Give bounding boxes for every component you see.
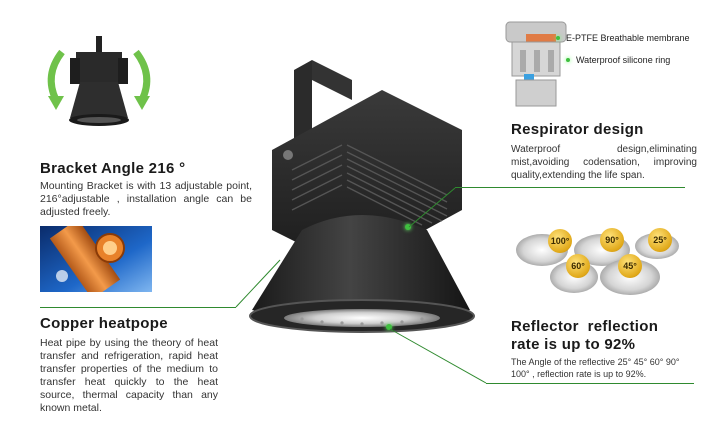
copper-heatpipe-image	[40, 218, 152, 300]
reflector-angle-badge-60: 60°	[566, 254, 590, 278]
bracket-angle-description: Mounting Bracket is with 13 adjustable p…	[40, 180, 252, 218]
respirator-title: Respirator design	[511, 121, 644, 138]
copper-heatpipe-description: Heat pipe by using the theory of heat tr…	[40, 337, 218, 414]
respirator-cutaway-image	[502, 16, 572, 111]
ring-pointer-dot	[566, 58, 570, 62]
respirator-description: Waterproof design,eliminating mist,avoid…	[511, 144, 697, 181]
reflector-title-line2: rate is up to 92%	[511, 336, 636, 353]
reflector-description: The Angle of the reflective 25° 45° 60° …	[511, 357, 680, 379]
reflector-connector-diagonal	[388, 327, 488, 385]
bracket-angle-title: Bracket Angle 216 °	[40, 160, 186, 177]
respirator-connector-line	[455, 187, 685, 188]
reflector-pointer-dot	[386, 324, 392, 330]
bracket-angle-illustration	[34, 30, 164, 140]
reflector-angle-badge-25: 25°	[648, 228, 672, 252]
reflector-angle-badge-100: 100°	[548, 229, 572, 253]
respirator-pointer-dot	[405, 224, 411, 230]
copper-heatpipe-title: Copper heatpope	[40, 315, 168, 332]
membrane-pointer-dot	[556, 36, 560, 40]
respirator-connector-diagonal	[405, 187, 457, 229]
high-bay-lamp-image	[232, 40, 492, 340]
reflector-connector-line	[486, 383, 694, 384]
membrane-label: E-PTFE Breathable membrane	[566, 33, 690, 43]
reflector-angle-badge-90: 90°	[600, 228, 624, 252]
silicone-ring-label: Waterproof silicone ring	[576, 55, 671, 65]
reflector-title-line1: Reflector reflection	[511, 318, 659, 335]
bracket-connector-line	[40, 307, 236, 308]
bracket-connector-diagonal	[200, 150, 290, 310]
reflector-angle-badge-45: 45°	[618, 254, 642, 278]
